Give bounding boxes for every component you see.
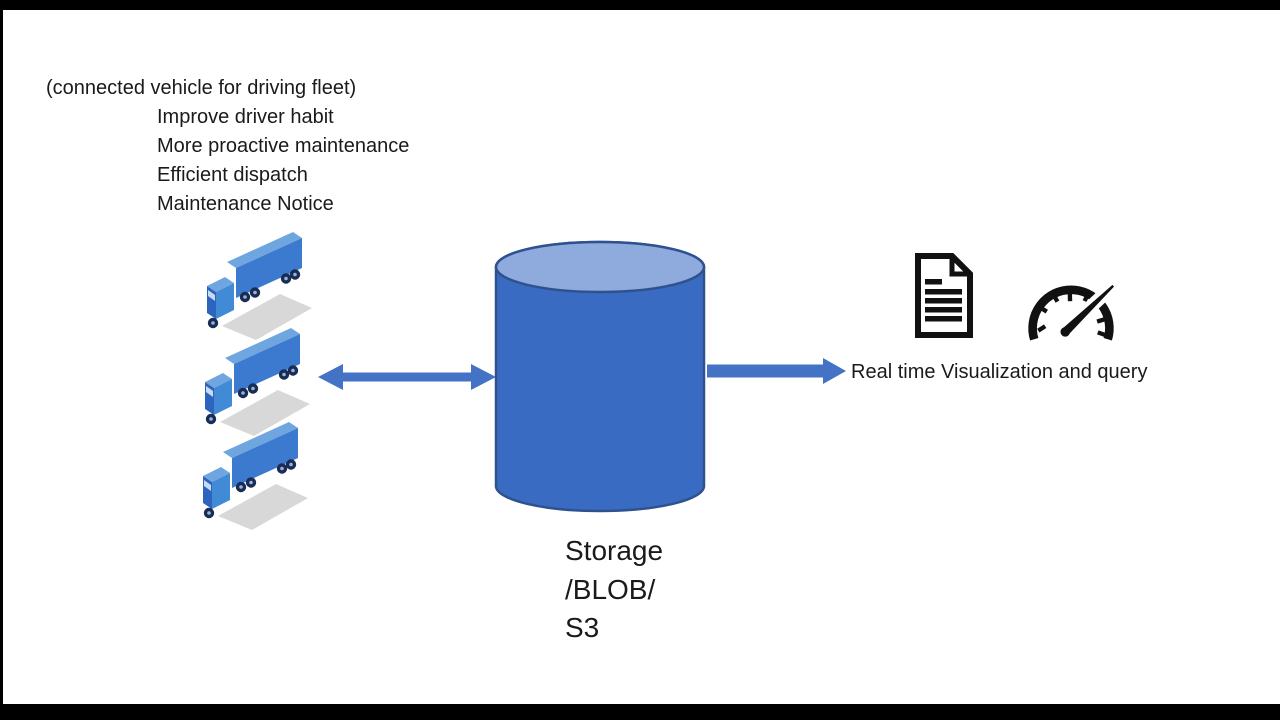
notes-item: Improve driver habit (157, 106, 334, 128)
right-arrow (707, 358, 846, 384)
truck-icon (194, 418, 316, 530)
document-icon (915, 253, 973, 338)
notes-item: Efficient dispatch (157, 164, 308, 186)
letterbox-top-bar (0, 0, 1280, 10)
notes-text-block: (connected vehicle for driving fleet) Im… (46, 74, 409, 219)
storage-label-line: Storage (565, 535, 664, 566)
bidirectional-arrow (318, 364, 496, 390)
notes-item: Maintenance Notice (157, 193, 334, 215)
storage-label-line: /BLOB/ (565, 573, 656, 605)
letterbox-left-edge (0, 10, 3, 704)
letterbox-bottom-bar (0, 704, 1280, 720)
speedometer-icon (1028, 278, 1119, 341)
storage-cylinder (494, 240, 706, 513)
notes-item: More proactive maintenance (157, 135, 410, 157)
notes-heading: (connected vehicle for driving fleet) (46, 77, 357, 99)
storage-label: Storage /BLOB/ S3 (565, 532, 663, 648)
output-label: Real time Visualization and query (851, 361, 1148, 383)
storage-label-line: S3 (565, 612, 600, 643)
